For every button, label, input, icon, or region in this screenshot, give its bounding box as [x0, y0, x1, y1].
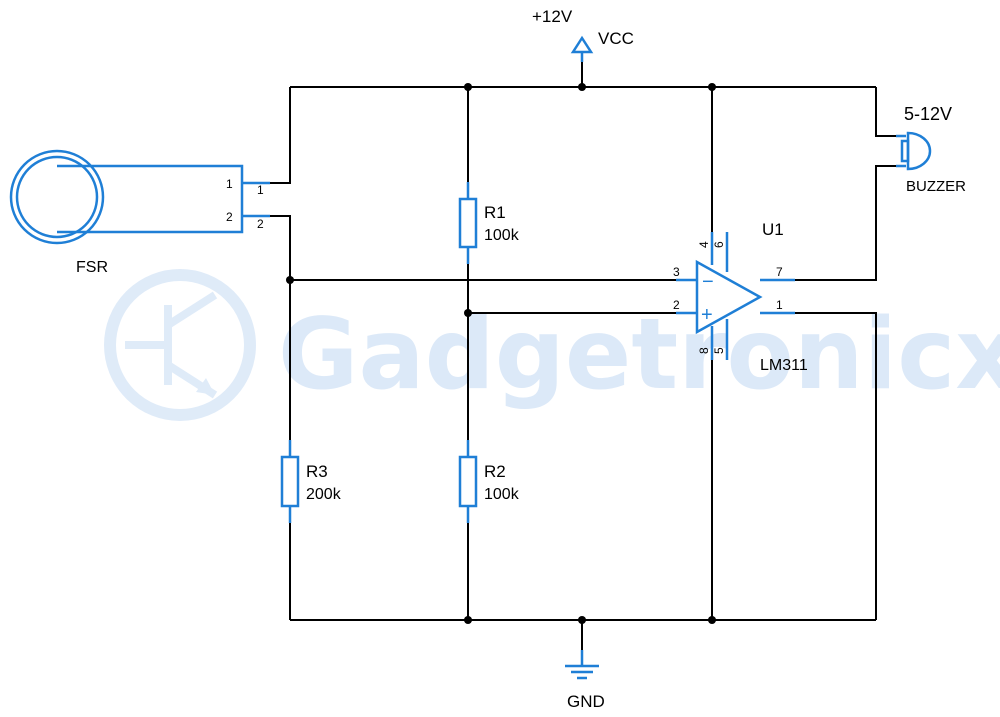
resistor-r3: R3 200k [280, 440, 342, 523]
u1-pin8-label: 8 [697, 347, 711, 354]
buzzer-voltage-label: 5-12V [904, 104, 952, 124]
resistor-r2: R2 100k [458, 440, 520, 523]
vcc-symbol: +12V VCC [532, 7, 634, 62]
r3-value-label: 200k [306, 486, 342, 503]
u1-part-label: LM311 [760, 357, 808, 374]
r2-value-label: 100k [484, 486, 520, 503]
u1-minus-sign: − [702, 271, 714, 293]
fsr-pin1-label: 1 [226, 177, 233, 191]
buzzer-label: BUZZER [906, 178, 966, 195]
power-net-label: VCC [598, 29, 634, 48]
u1-pin1-label: 1 [776, 298, 783, 312]
u1-pin4-label: 4 [697, 241, 711, 248]
u1-ref-label: U1 [762, 220, 784, 239]
ground-net-label: GND [567, 692, 605, 711]
r1-ref-label: R1 [484, 203, 506, 222]
resistor-r1: R1 100k [458, 182, 520, 264]
power-voltage-label: +12V [532, 7, 573, 26]
r1-value-label: 100k [484, 227, 520, 244]
fsr-pin1-out-label: 1 [257, 183, 264, 197]
r3-ref-label: R3 [306, 462, 328, 481]
u1-pin6-label: 6 [712, 241, 726, 248]
junction [286, 276, 294, 284]
junction [708, 616, 716, 624]
wires [270, 62, 896, 650]
comparator-u1: − + 3 2 7 1 4 6 8 5 U1 LM311 [673, 220, 808, 374]
u1-pin7-label: 7 [776, 265, 783, 279]
watermark-transistor-icon [104, 269, 256, 421]
u1-pin2-label: 2 [673, 298, 680, 312]
u1-pin3-label: 3 [673, 265, 680, 279]
r2-ref-label: R2 [484, 462, 506, 481]
buzzer: 5-12V BUZZER [896, 104, 966, 195]
junction [708, 83, 716, 91]
junction [464, 309, 472, 317]
junction [464, 83, 472, 91]
junction [464, 616, 472, 624]
junction [578, 83, 586, 91]
junctions [286, 83, 716, 624]
u1-pin5-label: 5 [712, 347, 726, 354]
fsr-sensor: 1 2 1 2 FSR [9, 149, 270, 276]
u1-plus-sign: + [701, 304, 713, 326]
junction [578, 616, 586, 624]
watermark-text: Gadgetronicx [278, 298, 1000, 412]
watermark: Gadgetronicx [104, 269, 1000, 421]
fsr-pin2-out-label: 2 [257, 217, 264, 231]
fsr-label: FSR [76, 259, 108, 276]
ground-symbol: GND [565, 650, 605, 711]
fsr-pin2-label: 2 [226, 210, 233, 224]
